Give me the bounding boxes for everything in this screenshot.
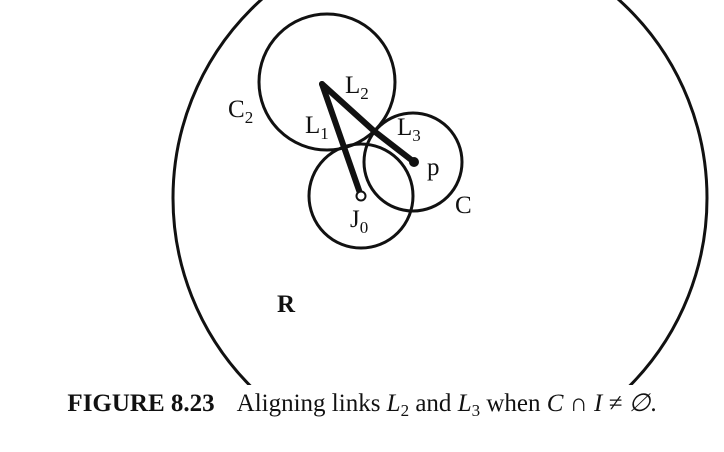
label-c: C — [455, 192, 472, 219]
caption-and: and — [409, 390, 458, 417]
circle-c — [362, 111, 464, 213]
link-l2 — [319, 81, 377, 134]
caption-period: . — [650, 390, 657, 417]
label-l1: L1 — [305, 112, 329, 143]
figure-caption: FIGURE 8.23 Aligning links L2 and L3 when… — [0, 388, 724, 421]
caption-condition: C ∩ I ≠ ∅ — [546, 390, 651, 417]
caption-l3: L3 — [457, 390, 481, 420]
circle-c2 — [257, 12, 397, 152]
label-j0: J0 — [350, 206, 368, 237]
caption-text: Aligning links — [236, 390, 387, 417]
link-l1 — [319, 81, 364, 199]
caption-when: when — [480, 390, 547, 417]
point-p — [409, 157, 419, 167]
link-l3 — [371, 128, 417, 165]
caption-l2: L2 — [386, 390, 410, 420]
label-l2: L2 — [345, 72, 369, 103]
region-r-circle — [171, 0, 709, 385]
label-p: p — [427, 154, 440, 181]
figure-diagram: R C2 L2 L1 L3 p C J0 — [171, 0, 709, 385]
label-l3: L3 — [397, 114, 421, 145]
label-c2: C2 — [228, 96, 253, 127]
figure-number: FIGURE 8.23 — [67, 390, 215, 417]
label-r: R — [277, 291, 296, 318]
circle-j0 — [307, 142, 415, 250]
joint-j0 — [355, 190, 367, 202]
